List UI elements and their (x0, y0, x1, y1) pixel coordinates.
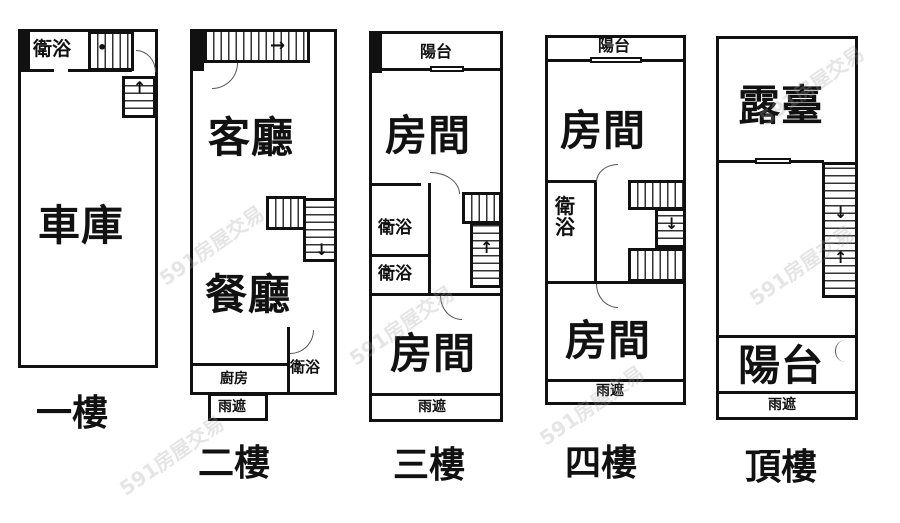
balcony-label: 陽台 (598, 36, 631, 55)
wall (545, 180, 597, 183)
wall-column (369, 31, 382, 73)
wall (18, 69, 54, 72)
stair-down-arrow-icon: ↓ (665, 214, 679, 233)
staircase (822, 162, 858, 298)
bathroom-2-label: 衛浴 (378, 264, 412, 284)
staircase (462, 192, 502, 224)
wall (287, 327, 290, 395)
floor-2-title: 二樓 (198, 443, 271, 484)
wall (545, 379, 686, 382)
stair-up-arrow-icon: ↑ (480, 238, 494, 257)
staircase (628, 248, 686, 282)
kitchen-label: 廚房 (220, 371, 248, 387)
window (590, 57, 642, 63)
floor-4-title: 四樓 (565, 443, 638, 484)
bedroom-back-label: 房間 (390, 329, 477, 378)
bedroom-front-label: 房間 (385, 111, 472, 160)
bathroom-label: 衛浴 (33, 38, 72, 60)
window (430, 66, 464, 72)
wall (369, 293, 503, 296)
balcony-label: 陽台 (420, 42, 453, 61)
canopy-label: 雨遮 (768, 397, 796, 413)
wall (428, 183, 431, 295)
stair-down-arrow-icon: ↓ (834, 203, 848, 222)
canopy-label: 雨遮 (218, 399, 246, 415)
wall (190, 363, 290, 366)
stair-up-arrow-icon: ↑ (834, 248, 848, 267)
door-swing (835, 340, 855, 362)
staircase (266, 196, 306, 230)
canopy-label: 雨遮 (418, 399, 446, 415)
wall (369, 393, 503, 396)
bathroom-label: 衛浴 (290, 358, 321, 376)
floor-3-title: 三樓 (393, 445, 466, 486)
canopy-label: 雨遮 (596, 383, 624, 399)
wall (594, 180, 597, 284)
terrace-label: 露臺 (738, 81, 825, 130)
stair-right-arrow-icon: → (270, 35, 286, 56)
wall-column (18, 29, 30, 69)
wall-column (190, 29, 204, 71)
staircase (88, 31, 134, 71)
window (755, 158, 791, 164)
staircase (628, 180, 686, 210)
roof-title: 頂樓 (745, 447, 818, 488)
wall (369, 254, 431, 257)
staircase (204, 29, 310, 63)
staircase (122, 76, 156, 118)
wall (545, 281, 686, 284)
bedroom-back-label: 房間 (565, 316, 652, 365)
floor-1-title: 一樓 (36, 393, 109, 434)
staircase (470, 222, 502, 288)
garage-label: 車庫 (38, 201, 125, 250)
living-room-label: 客廳 (208, 113, 295, 162)
dining-room-label: 餐廳 (205, 270, 292, 319)
bathroom-1-label: 衛浴 (378, 218, 412, 238)
wall (369, 183, 421, 186)
canopy-box (208, 393, 268, 421)
bathroom-label: 衛浴 (555, 194, 575, 239)
staircase (655, 208, 686, 248)
stair-right-arrow-icon: • (97, 38, 108, 57)
balcony-label: 陽台 (738, 341, 825, 390)
bedroom-front-label: 房間 (560, 106, 647, 155)
stair-down-arrow-icon: ↓ (315, 240, 329, 259)
wall (716, 335, 858, 338)
stair-up-arrow-icon: ↑ (133, 78, 147, 97)
wall (716, 391, 858, 394)
staircase (303, 198, 337, 262)
